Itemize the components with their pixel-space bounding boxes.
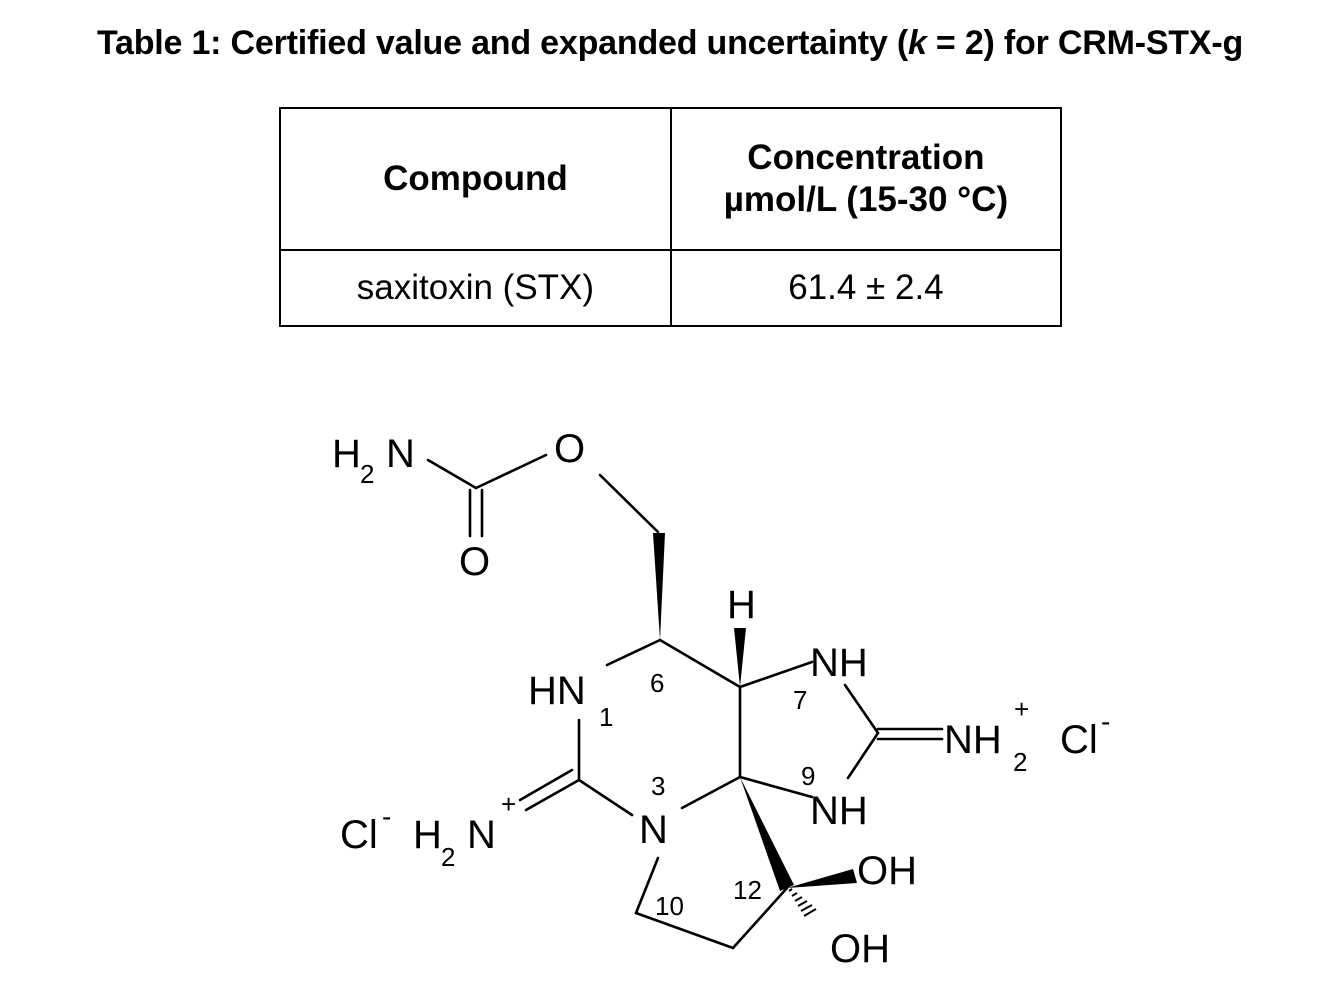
table-caption: Table 1: Certified value and expanded un… [0,24,1330,63]
header-concentration-line1: Concentration [747,138,985,177]
wedge-c6-ch2 [653,533,665,640]
hashed-bond-c12-oh [788,888,817,917]
bond-n9-c4 [738,775,814,799]
bond-c8-n9 [846,731,880,780]
bond-n1-c6 [605,638,662,667]
atom-ester-o: O [554,427,585,471]
bond-c10-c11 [634,911,735,950]
bond-c2-nh2-double-1 [524,778,581,812]
atom-carbamate-n-sub: 2 [360,459,374,489]
table-row: saxitoxin (STX) 61.4 ± 2.4 [279,249,1063,327]
bond-c6-c5 [658,638,742,689]
atom-carbonyl-o: O [459,540,490,584]
atom-left-nh2-h: H [413,813,442,857]
bond-c4-n3 [680,775,742,810]
caption-k: k [907,24,927,62]
caption-suffix: = 2) for CRM-STX-g [926,24,1244,62]
atom-right-chloride: Cl [1060,718,1098,762]
atom-left-chloride-charge: - [382,801,391,832]
atom-left-charge: + [501,789,516,819]
atom-left-chloride: Cl [340,813,378,857]
caption-prefix: Table 1: Certified value and expanded un… [96,24,908,62]
atom-oh-bottom: OH [830,927,890,971]
cell-compound: saxitoxin (STX) [279,249,672,327]
locant-10: 10 [655,891,684,921]
header-concentration-line2: µmol/L (15-30 °C) [723,180,1009,219]
bond-c5-n7 [738,660,814,689]
atom-right-nh2-sub: 2 [1013,747,1027,777]
atom-n3: N [639,808,668,852]
atom-carbamate-n-h: H [332,432,361,476]
locant-3: 3 [651,771,665,801]
bond-n-carbonyl [426,458,478,490]
cell-value: 61.4 ± 2.4 [669,249,1063,327]
atom-left-nh2-n: N [467,813,496,857]
wedge-c5-h [734,628,746,687]
bond-c11-c12 [731,886,789,950]
atom-right-chloride-charge: - [1101,706,1110,737]
bond-carbonyl-o-ester [474,453,548,490]
atom-n7: NH [810,641,868,685]
atom-right-nh2: NH [944,718,1002,762]
locant-6: 6 [650,668,664,698]
wedge-c4-c12 [740,777,794,891]
locant-12: 12 [733,875,762,905]
atom-left-nh2-sub: 2 [441,842,455,872]
header-compound: Compound [279,107,672,251]
bond-o-ch2 [598,473,660,534]
atom-oh-top: OH [857,849,917,893]
locant-9: 9 [801,761,815,791]
atom-carbamate-n: N [386,432,415,476]
wedge-c12-oh [787,869,857,888]
atom-n9: NH [810,789,868,833]
bond-n7-c8 [843,683,880,735]
atom-right-charge: + [1014,694,1029,724]
locant-7: 7 [793,685,807,715]
locant-1: 1 [599,702,613,732]
bond-n3-c10 [634,856,660,915]
atom-n1: HN [528,669,586,713]
bond-n3-c2 [577,778,634,817]
bond-c2-nh2-double-2 [518,768,574,802]
atom-stereo-h: H [727,583,756,627]
